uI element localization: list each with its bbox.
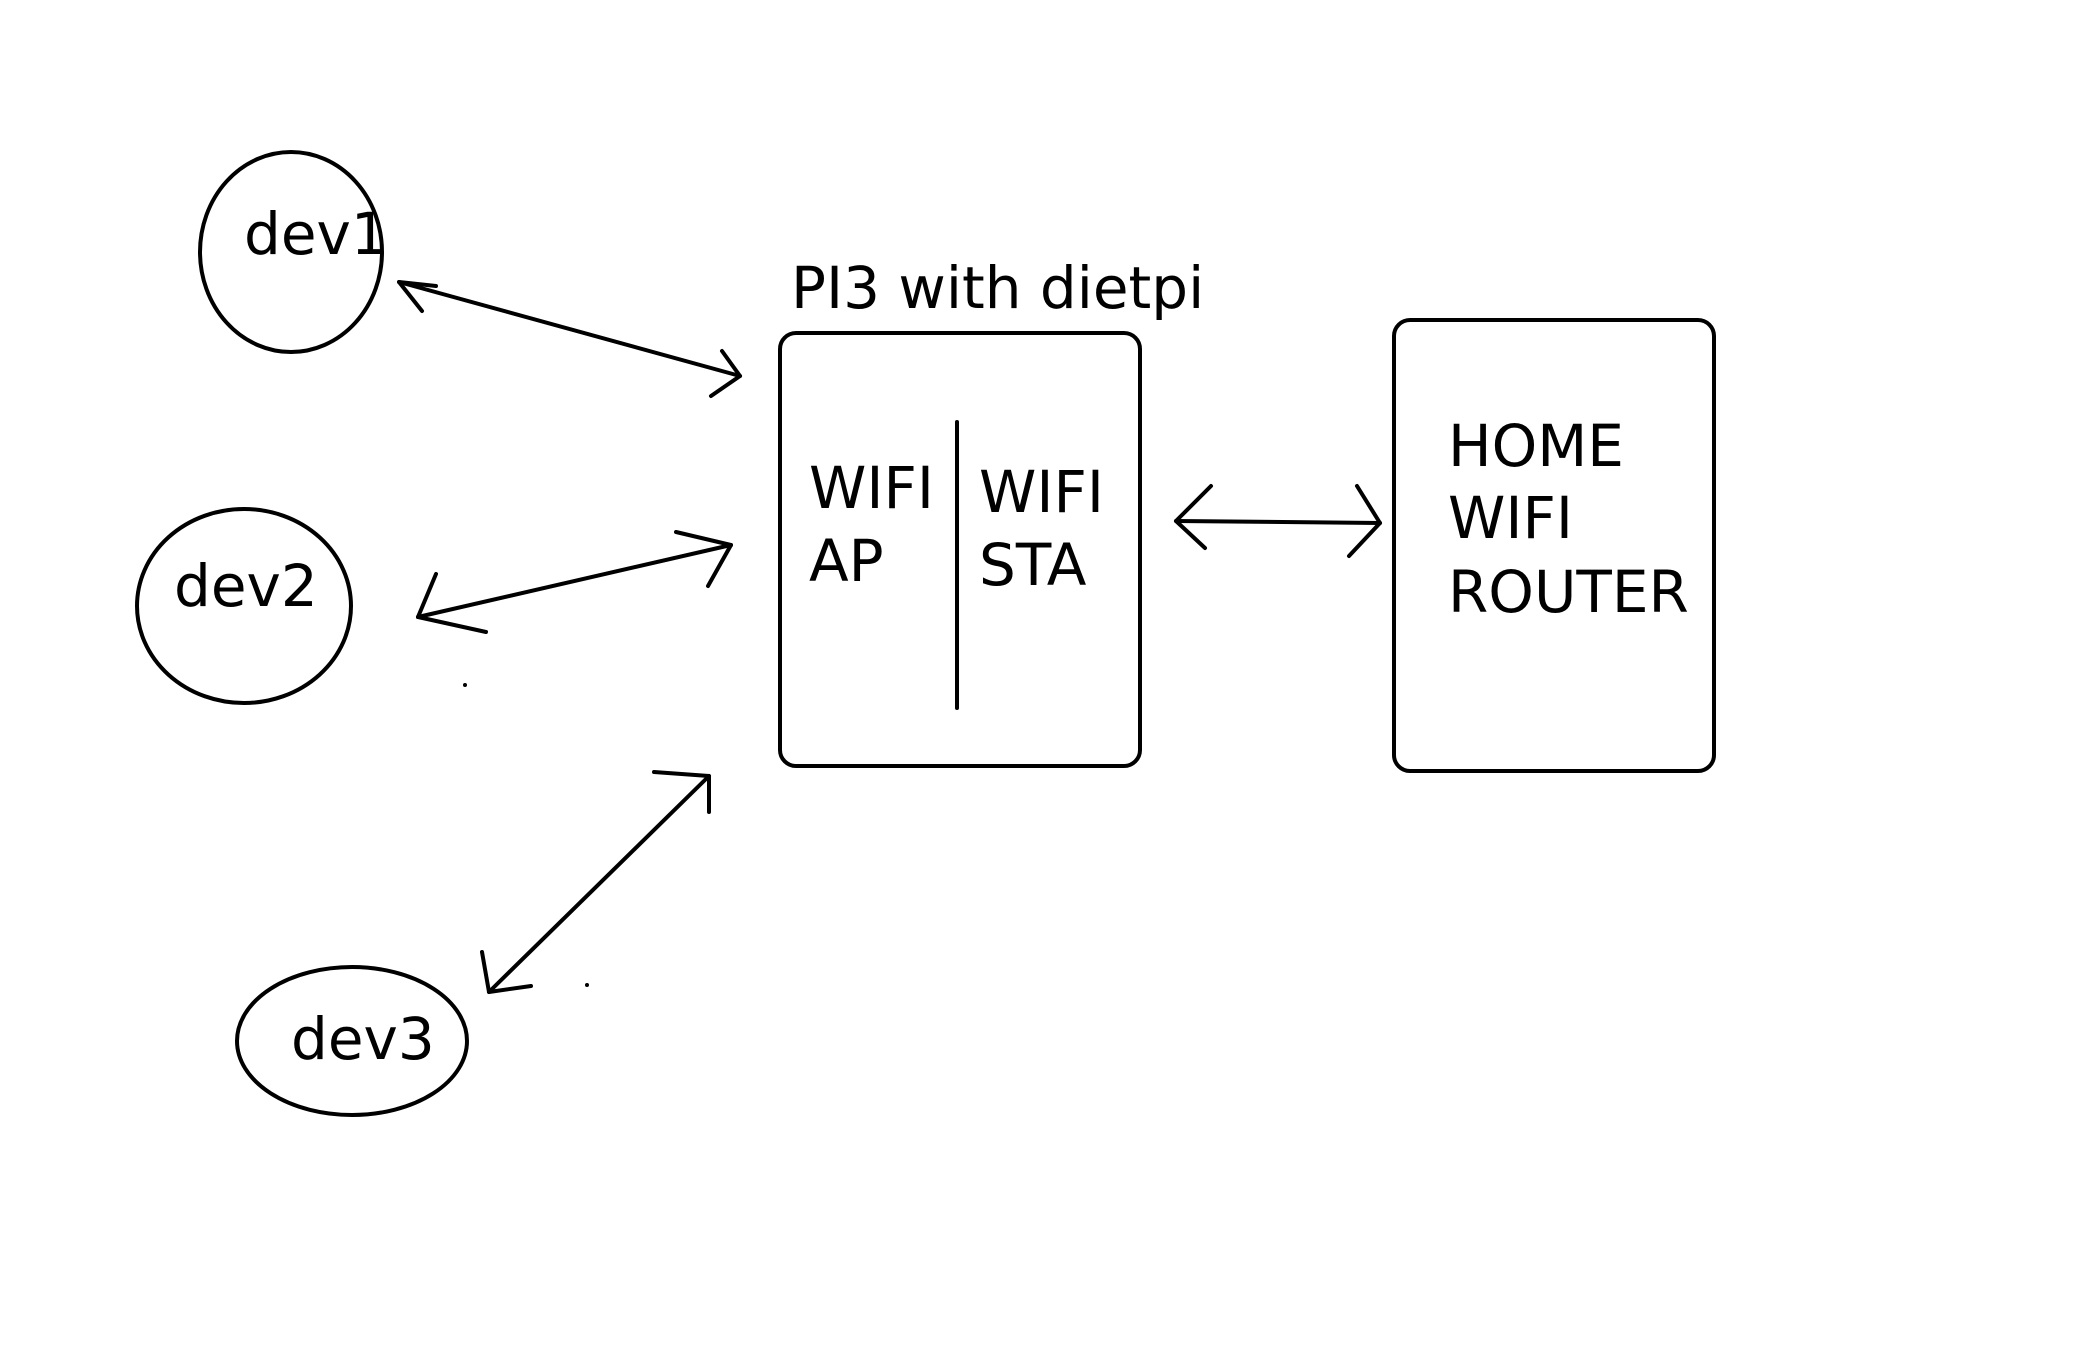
arrow-dev2-pi3-line — [416, 543, 733, 619]
wifi-ap-label-line2: AP — [809, 527, 884, 595]
router-label-line2: WIFI — [1448, 484, 1573, 552]
arrow-dev2-pi3 — [416, 530, 733, 634]
wifi-ap-label-line1: WIFI — [809, 454, 934, 522]
device-circle-dev2 — [135, 507, 353, 705]
device-node-dev3: dev3 — [235, 965, 469, 1117]
arrow-pi3-head-bottom — [652, 770, 711, 814]
arrow-pi3-head-mid — [674, 530, 733, 588]
router-label-line3: ROUTER — [1448, 558, 1689, 626]
arrow-pi3-router — [1174, 484, 1382, 558]
arrow-dev3-pi3 — [480, 770, 711, 994]
device-node-dev2: dev2 — [135, 507, 353, 705]
stray-dot — [463, 683, 467, 687]
device-node-dev1: dev1 — [198, 150, 388, 354]
arrow-dev2-head — [416, 572, 488, 634]
router-label-line1: HOME — [1448, 412, 1624, 480]
device-circle-dev1 — [198, 150, 384, 354]
arrow-dev3-pi3-line — [487, 774, 711, 994]
pi3-node: PI3 with dietpi WIFI AP WIFI STA — [778, 254, 1204, 768]
pi3-title: PI3 with dietpi — [791, 254, 1204, 322]
wifi-sta-label-line2: STA — [979, 531, 1087, 599]
wifi-sta-label-line1: WIFI — [979, 458, 1104, 526]
device-circle-dev3 — [235, 965, 469, 1117]
arrow-dev1-pi3 — [397, 280, 742, 398]
arrow-pi3-head-top — [709, 349, 742, 398]
pi3-box — [778, 331, 1142, 768]
arrow-pi3-side-head — [1174, 484, 1213, 550]
arrow-dev1-head — [397, 280, 438, 313]
arrow-dev1-pi3-line — [397, 280, 742, 378]
device-label-dev1: dev1 — [244, 200, 388, 268]
device-label-dev3: dev3 — [291, 1005, 435, 1073]
router-box — [1392, 318, 1716, 773]
arrow-pi3-router-line — [1174, 519, 1382, 525]
arrow-dev3-head — [480, 950, 533, 994]
stray-dot — [585, 983, 589, 987]
device-label-dev2: dev2 — [174, 552, 318, 620]
router-node: HOME WIFI ROUTER — [1392, 318, 1716, 773]
arrow-router-head — [1347, 484, 1382, 558]
